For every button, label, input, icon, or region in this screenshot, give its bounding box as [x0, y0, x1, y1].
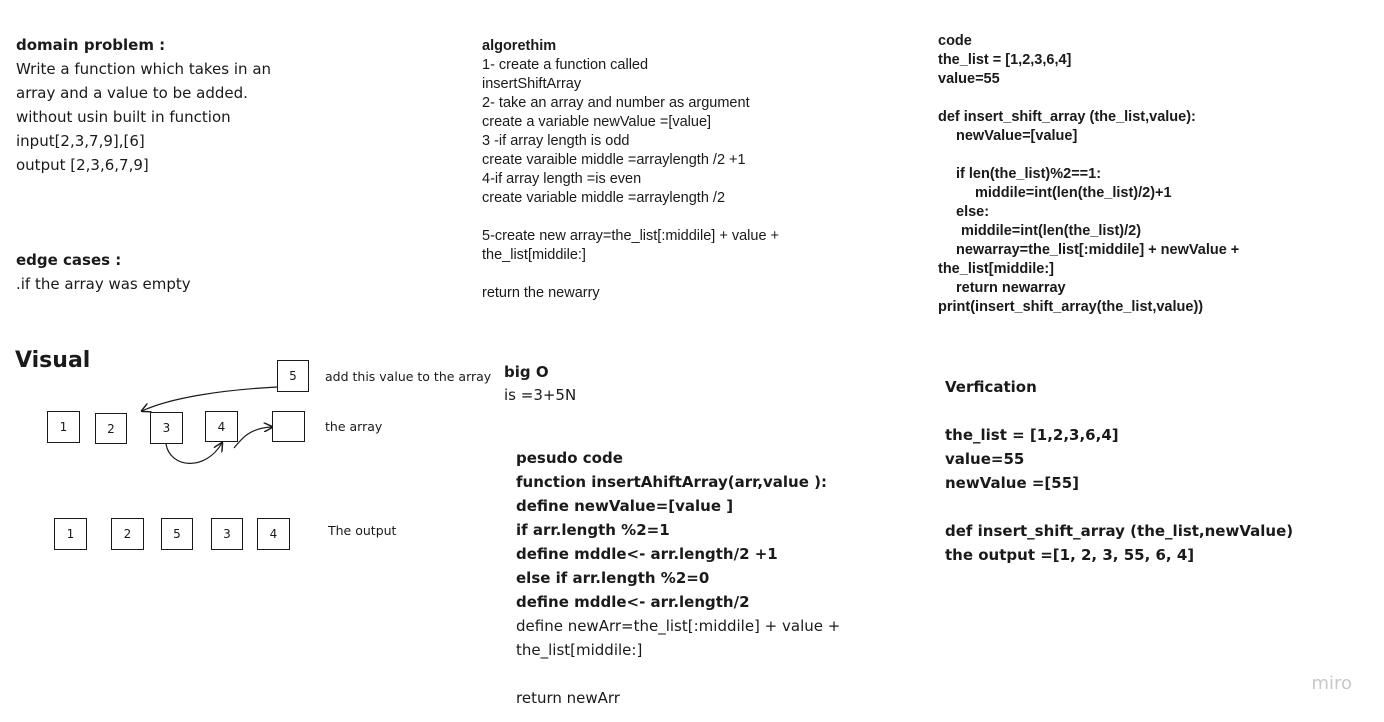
array-cell: 2	[95, 413, 127, 444]
verification-line: def insert_shift_array (the_list,newValu…	[945, 522, 1294, 540]
algorithm-title: algorethim	[482, 38, 557, 54]
algorithm-line: 3 -if array length is odd	[482, 133, 630, 149]
algorithm-line: create a variable newValue =[value]	[482, 114, 712, 130]
output-cell: 4	[257, 518, 290, 550]
algorithm-line: 5-create new array=the_list[:middile] + …	[482, 228, 780, 244]
algorithm-line: 2- take an array and number as argument	[482, 95, 750, 111]
algorithm-line: create variable middle =arraylength /2	[482, 190, 726, 206]
code-line: print(insert_shift_array(the_list,value)…	[938, 299, 1204, 315]
pseudo-gap	[516, 662, 840, 686]
big-o-value: is =3+5N	[504, 386, 577, 404]
pseudo-line: define mddle<- arr.length/2	[516, 593, 750, 611]
code-line: newarray=the_list[:middile] + newValue +	[956, 242, 1240, 258]
code-line: the_list = [1,2,3,6,4]	[938, 52, 1072, 68]
verification-line: value=55	[945, 450, 1025, 468]
array-label: the array	[325, 419, 383, 434]
code-line: the_list[middile:]	[938, 261, 1055, 277]
domain-problem-block: domain problem : Write a function which …	[16, 33, 271, 177]
pseudo-line: if arr.length %2=1	[516, 521, 670, 539]
verification-block: Verfication the_list = [1,2,3,6,4] value…	[945, 375, 1293, 567]
array-cell: 1	[47, 411, 80, 443]
pseudo-line: function insertAhiftArray(arr,value ):	[516, 473, 827, 491]
edge-cases-block: edge cases : .if the array was empty	[16, 248, 191, 296]
visual-title: Visual	[15, 348, 91, 373]
array-cell-empty	[272, 411, 305, 442]
insert-arrow	[142, 386, 278, 411]
algorithm-line: return the newarry	[482, 285, 600, 301]
output-cell: 1	[54, 518, 87, 550]
value-label: add this value to the array	[325, 369, 492, 384]
value-box: 5	[277, 360, 309, 392]
pseudo-line: define newValue=[value ]	[516, 497, 734, 515]
domain-problem-line: input[2,3,7,9],[6]	[16, 132, 145, 150]
code-line: def insert_shift_array (the_list,value):	[938, 109, 1196, 125]
verification-gap	[945, 399, 1293, 423]
code-line: value=55	[938, 71, 1000, 87]
verification-line: newValue =[55]	[945, 474, 1079, 492]
verification-line: the output =[1, 2, 3, 55, 6, 4]	[945, 546, 1195, 564]
domain-problem-line: Write a function which takes in an	[16, 60, 272, 78]
edge-cases-title: edge cases :	[16, 251, 122, 269]
verification-title: Verfication	[945, 378, 1037, 396]
edge-cases-line: .if the array was empty	[16, 275, 191, 293]
algorithm-line: 4-if array length =is even	[482, 171, 642, 187]
miro-logo: miro	[1311, 673, 1352, 694]
output-cell: 5	[161, 518, 193, 550]
output-cell: 3	[211, 518, 243, 550]
code-line: middile=int(len(the_list)/2)	[961, 223, 1142, 239]
domain-problem-line: output [2,3,6,7,9]	[16, 156, 149, 174]
array-cell: 4	[205, 411, 238, 442]
code-line: newValue=[value]	[956, 128, 1078, 144]
domain-problem-line: without usin built in function	[16, 108, 231, 126]
pseudo-line: define mddle<- arr.length/2 +1	[516, 545, 778, 563]
code-line: if len(the_list)%2==1:	[956, 166, 1102, 182]
algorithm-line: 1- create a function called	[482, 57, 649, 73]
domain-problem-line: array and a value to be added.	[16, 84, 248, 102]
algorithm-block: algorethim 1- create a function called i…	[482, 37, 779, 303]
pseudo-line: return newArr	[516, 689, 620, 707]
domain-problem-title: domain problem :	[16, 36, 166, 54]
big-o-title: big O	[504, 363, 549, 381]
pseudo-title: pesudo code	[516, 449, 623, 467]
code-line: middile=int(len(the_list)/2)+1	[975, 185, 1172, 201]
verification-line: the_list = [1,2,3,6,4]	[945, 426, 1119, 444]
big-o-block: big O is =3+5N	[504, 361, 576, 407]
algorithm-line: the_list[middile:]	[482, 247, 586, 263]
verification-gap	[945, 495, 1293, 519]
code-line: return newarray	[956, 280, 1066, 296]
code-title: code	[938, 33, 972, 49]
code-block: code the_list = [1,2,3,6,4] value=55 def…	[938, 32, 1239, 317]
pseudo-line: define newArr=the_list[:middile] + value…	[516, 617, 841, 635]
pseudo-line: the_list[middile:]	[516, 641, 643, 659]
shift-arrow-3-to-4	[165, 443, 222, 464]
pseudo-code-block: pesudo code function insertAhiftArray(ar…	[516, 446, 840, 710]
array-cell: 3	[150, 412, 183, 444]
code-line: else:	[956, 204, 990, 220]
shift-arrow-4-to-empty	[233, 427, 272, 449]
output-cell: 2	[111, 518, 144, 550]
pseudo-line: else if arr.length %2=0	[516, 569, 710, 587]
output-label: The output	[328, 523, 397, 538]
algorithm-line: create varaible middle =arraylength /2 +…	[482, 152, 746, 168]
algorithm-line: insertShiftArray	[482, 76, 582, 92]
